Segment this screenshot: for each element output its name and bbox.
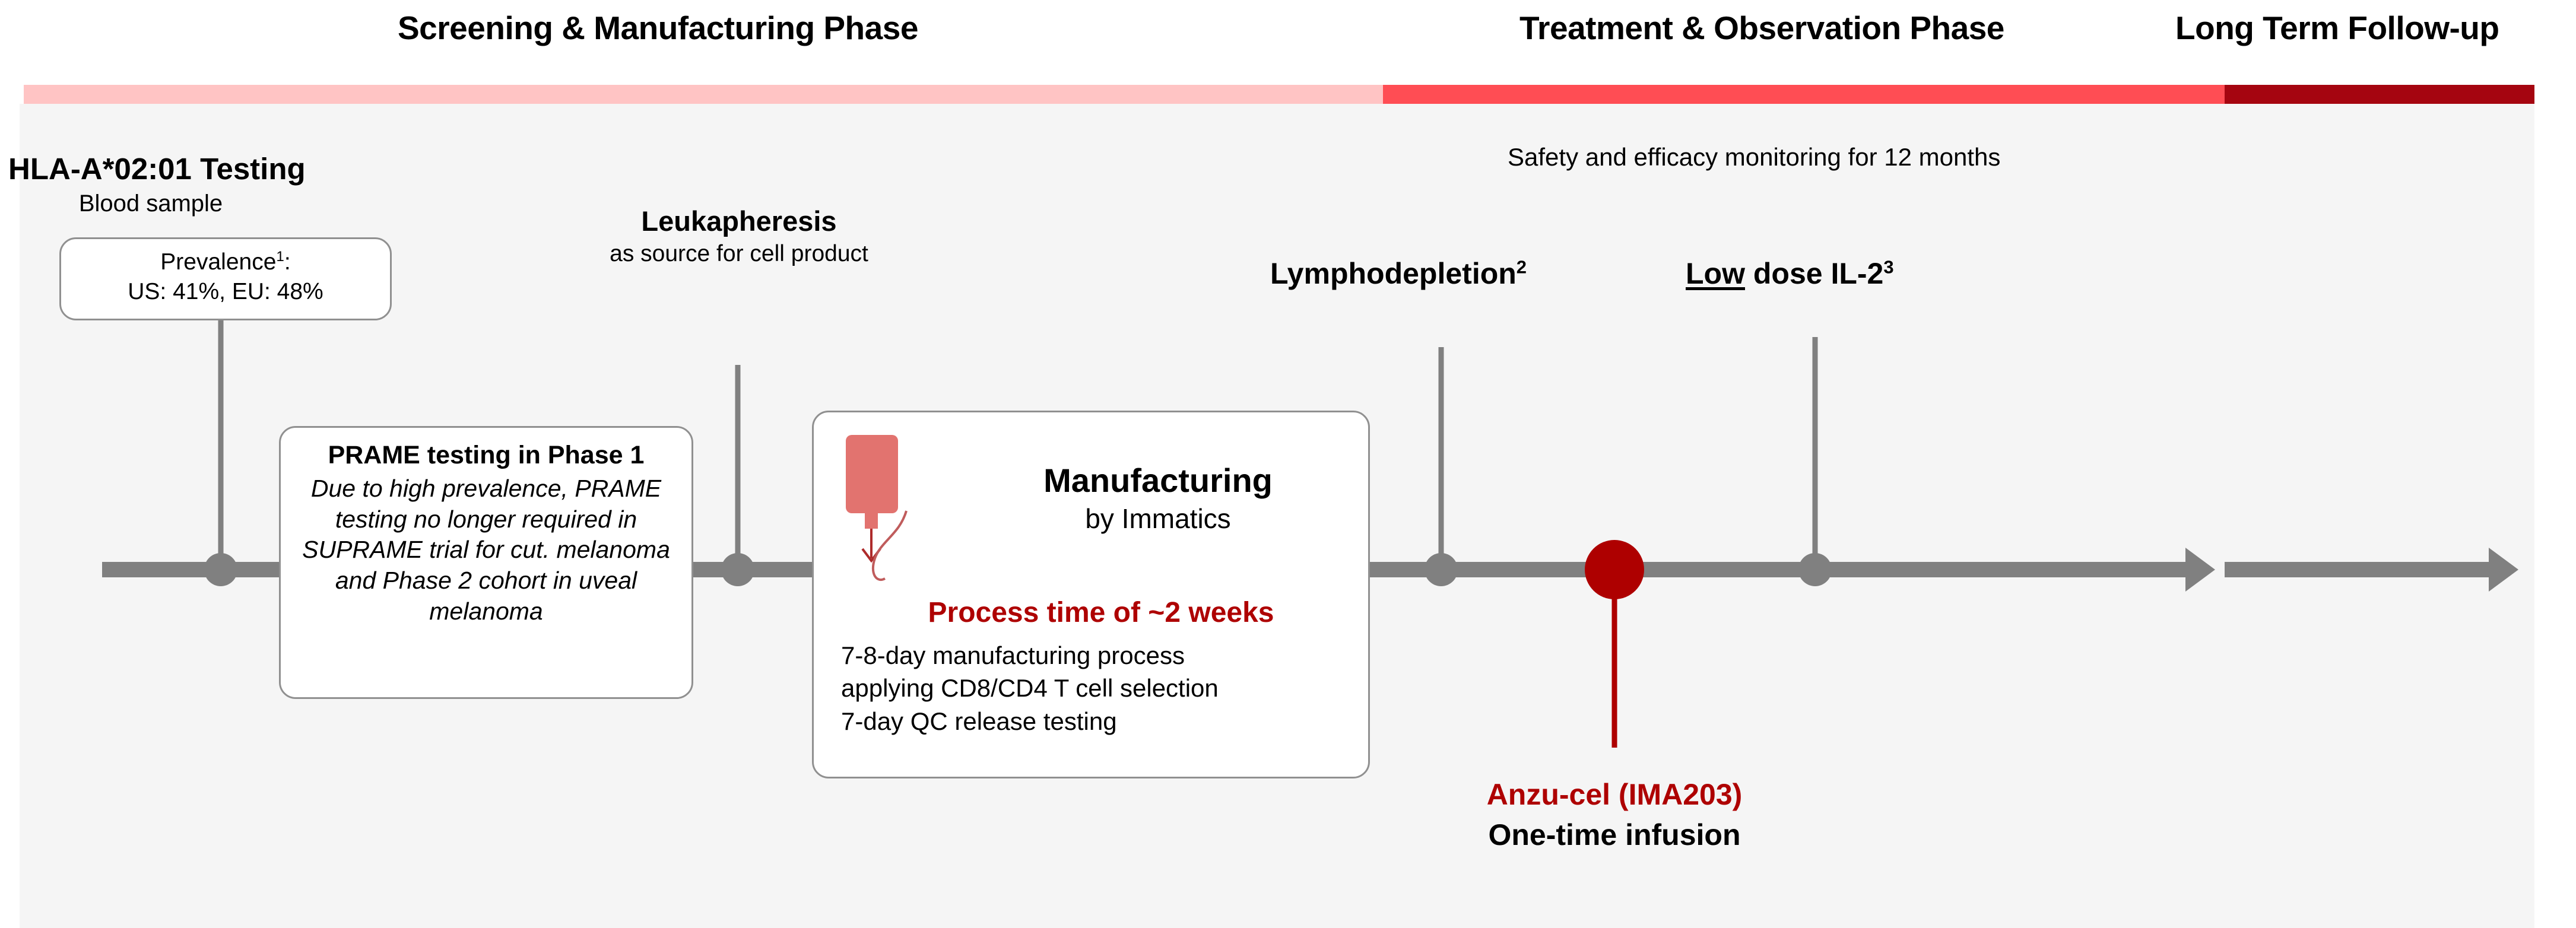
leukapheresis-title: Leukapheresis	[641, 205, 837, 237]
phase-segment-treatment-observation	[1383, 85, 2225, 104]
prevalence-card: Prevalence1: US: 41%, EU: 48%	[59, 237, 392, 320]
stem-leukapheresis	[735, 365, 741, 570]
stem-hla-testing	[218, 320, 224, 570]
prevalence-colon: :	[284, 249, 291, 275]
monitoring-note: Safety and efficacy monitoring for 12 mo…	[1508, 143, 2001, 171]
manufacturing-card: Manufacturing by Immatics Process time o…	[812, 411, 1370, 778]
hla-testing-subtitle: Blood sample	[78, 190, 223, 217]
manufacturing-detail-line: 7-day QC release testing	[841, 707, 1117, 735]
phase-segment-screening-manufacturing	[24, 85, 1383, 104]
il2-label: Low dose IL-23	[1686, 256, 1894, 291]
phase-title-long-term-follow-up: Long Term Follow-up	[2175, 9, 2499, 46]
manufacturing-process-time: Process time of ~2 weeks	[928, 597, 1274, 628]
manufacturing-title: Manufacturing	[1043, 462, 1273, 499]
phase-title-screening-manufacturing: Screening & Manufacturing Phase	[398, 9, 918, 46]
timeline-node-lymphodepletion[interactable]	[1425, 553, 1458, 586]
prame-testing-card: PRAME testing in Phase 1 Due to high pre…	[279, 426, 693, 699]
prevalence-footnote-marker: 1	[276, 249, 284, 265]
il2-rest: dose IL-2	[1744, 257, 1884, 290]
prevalence-values: US: 41%, EU: 48%	[128, 278, 323, 304]
manufacturing-subtitle: by Immatics	[1085, 503, 1231, 534]
prame-card-title: PRAME testing in Phase 1	[328, 441, 645, 469]
prevalence-label-line: Prevalence1:	[61, 247, 390, 277]
lymphodepletion-label: Lymphodepletion2	[1270, 256, 1527, 291]
manufacturing-detail-line: 7-8-day manufacturing process	[841, 641, 1185, 669]
leukapheresis-subtitle: as source for cell product	[610, 241, 868, 266]
timeline-axis-followup	[2225, 562, 2489, 577]
stem-il2	[1812, 337, 1818, 570]
anzu-cel-product-label: Anzu-cel (IMA203)	[1486, 778, 1743, 811]
timeline-arrow-followup-icon	[2489, 548, 2518, 592]
timeline-node-il2[interactable]	[1798, 553, 1832, 586]
prame-card-body: Due to high prevalence, PRAME testing no…	[302, 475, 670, 625]
hla-testing-title: HLA-A*02:01 Testing	[8, 152, 306, 186]
prevalence-label: Prevalence	[160, 249, 277, 275]
phase-color-bar	[24, 85, 2534, 104]
il2-footnote-marker: 3	[1883, 256, 1894, 278]
phase-title-treatment-observation: Treatment & Observation Phase	[1519, 9, 2004, 46]
blood-bag-icon	[842, 433, 973, 593]
timeline-arrow-main-icon	[2185, 548, 2215, 592]
lymphodepletion-text: Lymphodepletion	[1270, 257, 1517, 290]
timeline-node-anzu-cel-infusion[interactable]	[1585, 540, 1644, 599]
anzu-cel-infusion-description: One-time infusion	[1488, 818, 1741, 851]
lymphodepletion-footnote-marker: 2	[1516, 256, 1527, 278]
stem-lymphodepletion	[1438, 347, 1444, 570]
timeline-node-hla-testing[interactable]	[204, 553, 237, 586]
il2-low-underlined: Low	[1686, 257, 1745, 290]
manufacturing-details: 7-8-day manufacturing process applying C…	[841, 639, 1363, 738]
timeline-node-leukapheresis[interactable]	[721, 553, 754, 586]
manufacturing-detail-line: applying CD8/CD4 T cell selection	[841, 674, 1219, 703]
phase-segment-long-term-follow-up	[2225, 85, 2534, 104]
stem-anzu-cel-infusion	[1611, 570, 1617, 748]
